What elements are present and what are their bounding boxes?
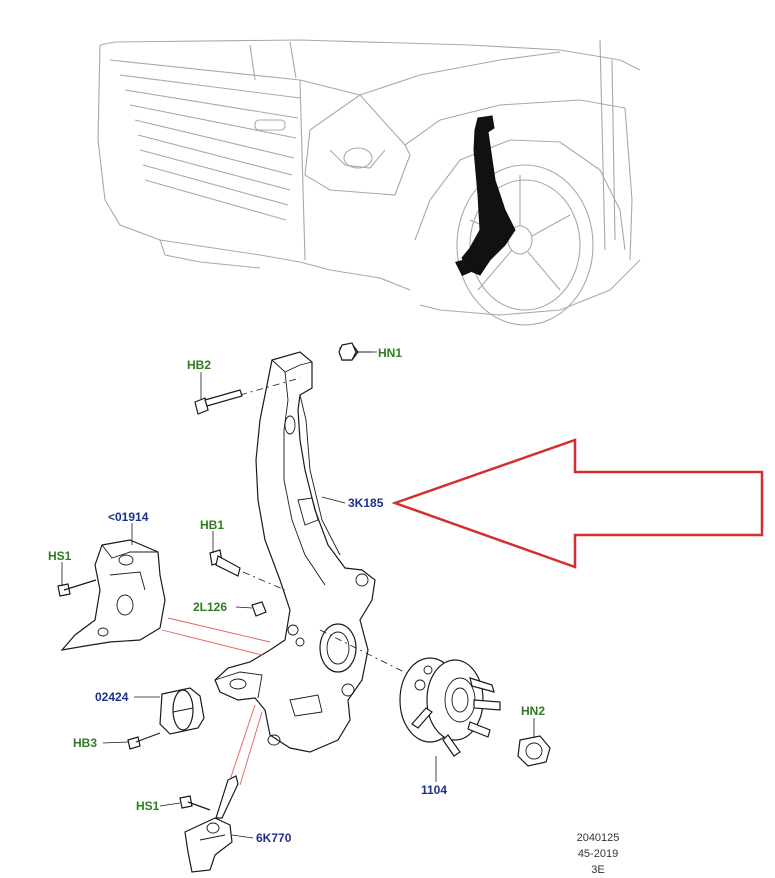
label-heat-shield: <01914 [108,510,149,524]
bolt-hb3 [127,732,161,750]
label-2l126: 2L126 [193,600,227,614]
leader-lines [61,351,535,839]
heat-shield [60,539,166,651]
bolt-hb2 [194,389,243,415]
sensor-bracket [184,775,239,873]
label-bushing: 02424 [95,690,129,704]
part-labels: HN1 HB2 HB1 HS1 <01914 3K185 2L126 02424… [48,346,545,845]
steering-knuckle [214,343,376,753]
label-hb1: HB1 [200,518,224,532]
highlight-arrow [391,438,764,569]
nut-hn1 [338,342,357,361]
wheel-hub [399,657,501,757]
reference-line-1: 2040125 [577,832,620,844]
nut-hn2 [517,735,551,767]
label-hs1-bottom: HS1 [136,799,160,813]
label-sensor-bracket: 6K770 [256,831,292,845]
vehicle-illustration [97,39,641,326]
diagram-reference: 2040125 45-2019 3E [577,832,620,876]
label-knuckle: 3K185 [348,496,384,510]
guide-line-shield-1 [167,617,271,643]
bolt-hb1 [209,549,241,577]
screw-hs1-bottom [179,795,211,811]
label-hb3: HB3 [73,736,97,750]
screw-hs1-left [57,579,97,597]
guide-line-sensor-1 [229,704,256,781]
label-hub: 1104 [421,783,447,797]
label-hs1-left: HS1 [48,549,72,563]
bushing [159,687,205,735]
reference-line-2: 45-2019 [578,848,618,860]
bolt-2l126 [251,601,267,617]
centerline-hub [319,629,421,681]
guide-line-sensor-2 [239,711,263,786]
label-hb2: HB2 [187,358,211,372]
label-hn2: HN2 [521,704,545,718]
reference-line-3: 3E [591,864,604,876]
label-hn1: HN1 [378,346,402,360]
centerline-hb1 [242,571,286,591]
guide-line-shield-2 [161,629,263,656]
centerline-upper [239,377,301,396]
